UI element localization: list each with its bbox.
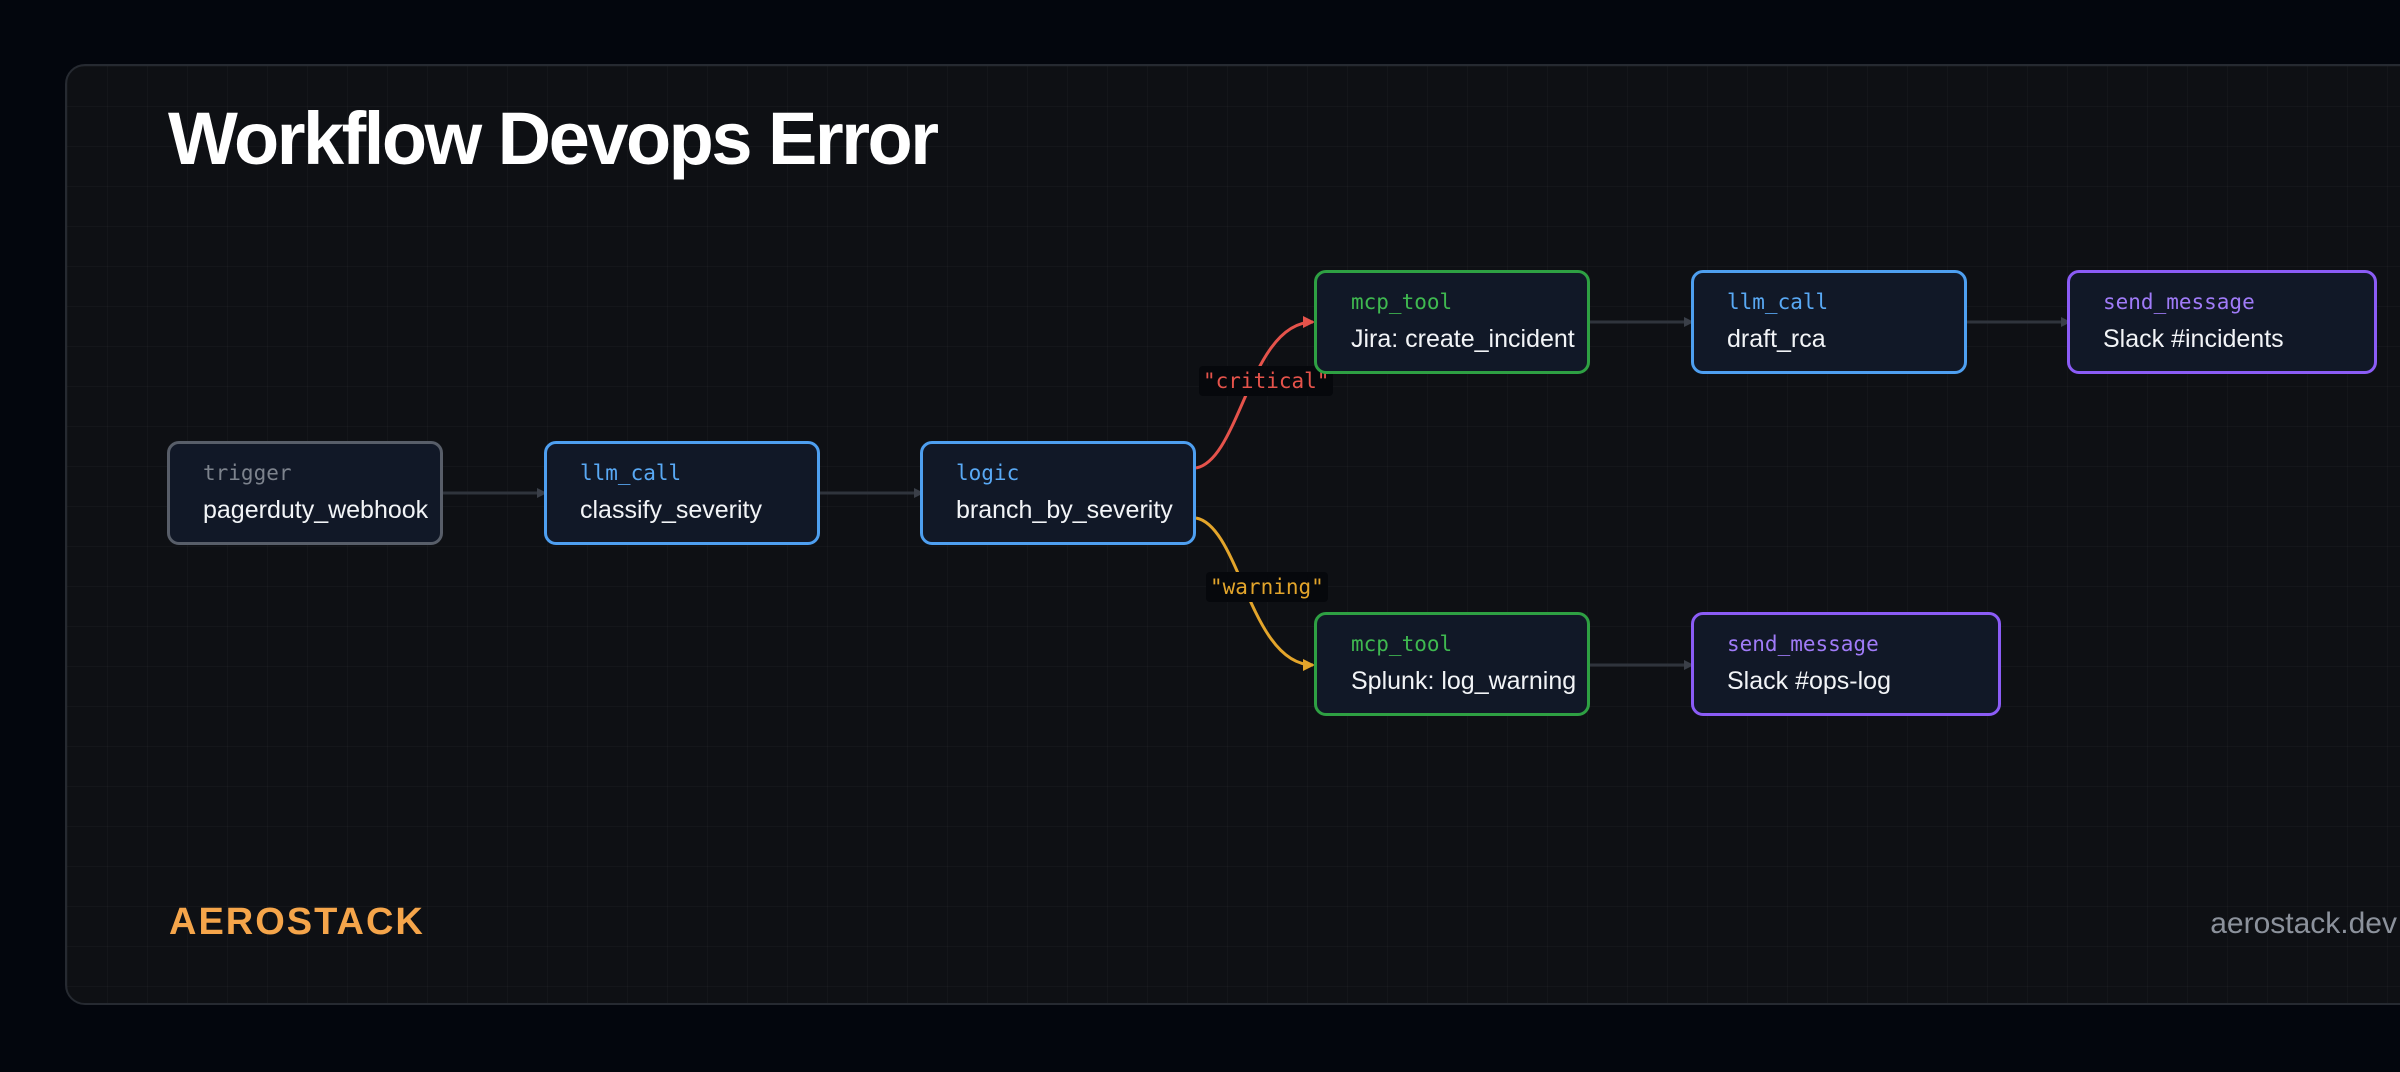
node-mcp-tool-jira-create-incident[interactable]: mcp_tool Jira: create_incident <box>1314 270 1590 374</box>
node-trigger-pagerduty-webhook[interactable]: trigger pagerduty_webhook <box>167 441 443 545</box>
edge-label-warning: "warning" <box>1206 572 1328 602</box>
node-label: classify_severity <box>580 496 762 524</box>
node-mcp-tool-splunk-log-warning[interactable]: mcp_tool Splunk: log_warning <box>1314 612 1590 716</box>
node-label: Slack #ops-log <box>1727 667 1891 695</box>
brand-logo: AEROSTACK <box>169 901 425 943</box>
node-kind: logic <box>956 461 1020 485</box>
site-url[interactable]: aerostack.dev <box>2210 907 2397 940</box>
node-kind: llm_call <box>580 461 682 485</box>
node-llm-call-draft-rca[interactable]: llm_call draft_rca <box>1691 270 1967 374</box>
page-title: Workflow Devops Error <box>168 97 939 180</box>
node-kind: mcp_tool <box>1351 290 1453 314</box>
node-logic-branch-by-severity[interactable]: logic branch_by_severity <box>920 441 1196 545</box>
node-label: branch_by_severity <box>956 496 1173 524</box>
workflow-card <box>65 64 2400 1005</box>
node-kind: send_message <box>2103 290 2255 314</box>
node-llm-call-classify-severity[interactable]: llm_call classify_severity <box>544 441 820 545</box>
node-label: pagerduty_webhook <box>203 496 429 524</box>
node-kind: mcp_tool <box>1351 632 1453 656</box>
node-kind: llm_call <box>1727 290 1829 314</box>
edge-label-critical: "critical" <box>1199 366 1334 396</box>
node-label: Jira: create_incident <box>1351 325 1575 353</box>
node-send-message-slack-ops-log[interactable]: send_message Slack #ops-log <box>1691 612 2001 716</box>
node-label: Slack #incidents <box>2103 325 2284 353</box>
node-kind: send_message <box>1727 632 1879 656</box>
node-send-message-slack-incidents[interactable]: send_message Slack #incidents <box>2067 270 2377 374</box>
node-label: draft_rca <box>1727 325 1826 353</box>
node-kind: trigger <box>203 461 292 485</box>
node-label: Splunk: log_warning <box>1351 667 1577 695</box>
